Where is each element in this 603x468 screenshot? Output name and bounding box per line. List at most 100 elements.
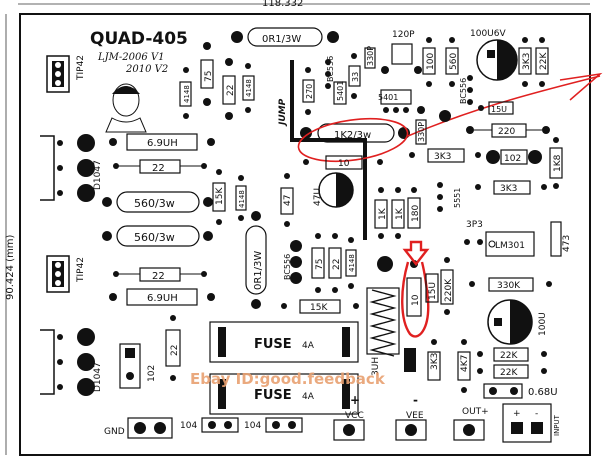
resistor-1k-a [374,187,388,239]
resistor-75-b [311,233,325,293]
resistor-180 [407,187,421,229]
resistor-330k-label: 330K [497,281,521,291]
transistor-5401-b-label: 5401 [378,93,398,102]
resistor-22-top [113,159,207,174]
transistor-bc556-c-label: BC556 [283,254,292,280]
tip42-transistor-bottom [46,255,70,293]
capacitor-3p3-label: 3P3 [466,220,483,230]
capacitor-330p-a [364,47,376,69]
board-subtitle-1: LJM-2006 V1 [97,52,164,63]
transistor-bc556-b [467,75,473,105]
input-connector [502,403,552,443]
fuse-holder-1 [209,321,359,363]
red-annotation-arrow-line [407,75,601,137]
resistor-22-top-label: 22 [152,163,165,174]
resistor-22k-c [477,364,547,379]
transistor-5401-b [380,89,412,113]
left-dimension-label: 90.424 (mm) [5,234,16,300]
capacitor-120p [381,43,422,74]
resistor-220-label: 220 [498,127,515,137]
capacitor-102-top-label: 102 [504,154,521,164]
resistor-560 [445,37,459,87]
inductor-6-9uh-bottom [109,288,215,306]
capacitor-100u [487,299,533,345]
resistor-75 [200,42,214,106]
resistor-10 [303,155,383,170]
transistor-bc556-a [325,59,331,89]
resistor-220k [440,257,454,315]
resistor-3k3-d-label: 3K3 [430,353,440,370]
resistor-560-3w-bottom [102,225,213,247]
capacitor-15u-small [478,101,514,115]
transistor-5401-a-label: 5401 [336,81,345,101]
red-annotation-arrowhead [559,72,603,101]
diode-4148-c-label: 4148 [238,190,246,208]
resistor-100 [422,37,436,87]
vee-label: VEE [406,411,424,421]
capacitor-104-a-label: 104 [180,421,197,431]
resistor-22k-c-label: 22K [500,368,518,378]
transistor-bc556-b-label: BC556 [459,78,468,104]
resistor-22-e-label: 22 [170,345,180,356]
d1047-transistor-top [40,134,95,202]
red-annotation-circle [297,117,409,163]
capacitor-15u-label: 15U [428,282,438,300]
diode-4148-a-label: 4148 [183,85,191,103]
capacitor-330p-b [415,106,427,145]
capacitor-330p-b-label: 330P [417,122,426,142]
opamp-lm301-label: LM301 [495,241,525,251]
inductor-3uh [366,287,400,357]
resistor-0r1-3w-top-label: 0R1/3W [262,34,301,45]
resistor-22k-b-label: 22K [500,351,518,361]
top-dimension-label: 118.332 [262,0,303,9]
fuse-holder-2 [209,373,359,415]
resistor-1k2-3w-label: 1K2/3w [334,130,371,141]
diode-4148-b-label: 4148 [245,79,253,97]
capacitor-102-top [486,149,542,165]
resistor-10-b [406,260,422,317]
inductor-6-9uh-top-label: 6.9UH [147,138,178,149]
gnd-label: GND [104,427,125,437]
portrait-sketch [105,83,147,133]
inductor-3uh-label: 3UH [371,357,381,376]
resistor-220k-label: 220K [444,278,454,302]
jump-wire [290,60,367,240]
resistor-1k-b [391,187,405,239]
diode-4148-d [345,237,357,289]
vee-minus-sign: - [413,393,418,407]
resistor-15k-b [281,299,359,314]
capacitor-47u-label: 47U [313,188,323,206]
resistor-75-b-label: 75 [315,259,325,270]
transistor-bc556-a-label: BC556 [326,56,335,82]
input-plus-sign: + [513,409,521,419]
capacitor-0-68u [483,383,523,399]
resistor-10-label: 10 [338,159,350,169]
vcc-connector [333,419,365,441]
resistor-22k-a [535,37,549,87]
capacitor-330p-a-label: 330P [366,46,375,66]
red-annotation-marker [401,240,430,338]
resistor-22-vertical [222,58,236,120]
d1047-label-bottom: D1047 [93,362,103,392]
capacitor-100u6v [476,39,518,81]
resistor-3k3-a-label: 3K3 [522,53,532,70]
resistor-3k3-a [518,37,532,87]
pad-transistor-round [439,110,451,122]
board-subtitle-2: 2010 V2 [125,64,168,75]
capacitor-104-b [265,417,303,433]
resistor-0r1-3w-top [231,27,339,47]
transistor-5401-a [333,81,347,105]
pad-large-left [377,256,393,272]
resistor-100-label: 100 [426,53,436,70]
tip42-transistor-top [46,55,70,93]
resistor-1k8 [549,137,563,189]
tip42-label-top: TIP42 [76,55,86,81]
fuse-1-label: FUSE [254,337,292,352]
resistor-3k3-c [475,180,547,195]
diode-4148-d-label: 4148 [348,254,356,272]
resistor-220 [466,123,550,138]
resistor-3k3-b-label: 3K3 [434,152,451,162]
fuse-2-label: FUSE [254,388,292,403]
out-label: OUT+ [462,407,489,417]
